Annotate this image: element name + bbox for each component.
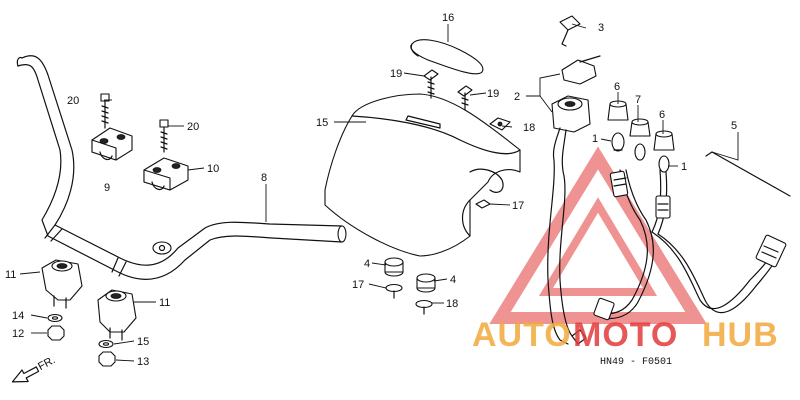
label-18-a: 14 [12, 310, 24, 322]
upper-holder-9 [91, 127, 133, 161]
handlebar-knurl-right [111, 257, 127, 277]
front-direction-indicator: FR. [11, 354, 57, 383]
label-3: 3 [598, 22, 604, 34]
grommet-4-a [384, 257, 404, 277]
watermark-text-auto: AUTO [472, 316, 572, 354]
washer-18-b [98, 339, 114, 349]
label-20-b: 20 [187, 121, 199, 133]
harness-connector-c [593, 297, 615, 321]
bolt-19-b [457, 85, 473, 111]
label-13: 16 [442, 12, 454, 24]
label-6-a: 6 [614, 81, 620, 93]
label-9: 9 [104, 182, 110, 194]
label-5: 5 [731, 120, 737, 132]
key-2 [561, 55, 601, 85]
screw-15-a [385, 283, 403, 299]
harness-connector-b [655, 195, 671, 219]
label-6-b: 6 [659, 109, 665, 121]
harness-connector-a [609, 170, 629, 198]
nut-17-a [47, 325, 65, 341]
clip-16 [489, 117, 511, 131]
handlebar-clamp-tab [152, 241, 172, 255]
lower-holder-11-b [97, 289, 137, 341]
label-11-b: 11 [159, 297, 170, 309]
label-1-a: 1 [592, 133, 598, 145]
grommet-4-b [416, 273, 436, 293]
cover-pad [410, 39, 484, 75]
front-direction-label: FR. [36, 354, 57, 373]
label-17-b: 13 [137, 356, 149, 368]
handlebar-knurl-left [44, 224, 63, 242]
washer-18-a [47, 313, 63, 323]
label-7: 7 [635, 94, 641, 106]
socket-7 [629, 118, 651, 137]
bulb-1-b [634, 143, 646, 161]
label-11-a: 11 [5, 269, 16, 281]
watermark-text: AUTO MOTO HUB [472, 316, 779, 354]
wire-harness [593, 151, 791, 321]
watermark-text-hub: HUB [702, 316, 779, 354]
handlebar [16, 55, 347, 280]
bulb-1-c [658, 155, 670, 173]
front-arrow-icon [11, 366, 40, 383]
bolt-19-a [423, 69, 439, 99]
leader-lines [19, 23, 739, 362]
harness-connector-d [755, 234, 787, 268]
label-12: 15 [316, 117, 328, 129]
label-15-a: 17 [352, 279, 364, 291]
watermark-text-moto: MOTO [573, 316, 678, 354]
label-4-b: 4 [450, 274, 456, 286]
socket-6-b [653, 130, 675, 151]
screw-15-b [415, 299, 433, 315]
bolt-20-a [100, 93, 110, 129]
lower-holder-11-a [41, 259, 83, 309]
bolt-20-b [159, 119, 169, 153]
nut-17-b [98, 351, 116, 367]
label-14: 17 [512, 200, 524, 212]
label-19-a: 19 [390, 68, 402, 80]
clip-14 [475, 199, 491, 209]
socket-6-a [607, 100, 629, 121]
label-4-a: 4 [364, 258, 370, 270]
label-16: 18 [523, 122, 535, 134]
upper-holder-10 [143, 157, 189, 191]
key-3 [559, 15, 581, 47]
handlebar-cover [324, 93, 521, 257]
label-20-a: 20 [67, 95, 79, 107]
label-15-b: 18 [446, 298, 458, 310]
label-8: 8 [261, 172, 267, 184]
label-10: 10 [207, 163, 219, 175]
part-labels: 3 2 16 19 19 15 18 17 4 4 17 18 6 7 6 1 … [5, 12, 737, 368]
label-2: 2 [514, 91, 520, 103]
bulb-1-a [611, 132, 625, 152]
label-1-b: 1 [681, 161, 687, 173]
label-17-a: 12 [12, 328, 24, 340]
label-19-b: 19 [487, 88, 499, 100]
diagram-code: HN49 - F0501 [600, 357, 672, 368]
label-18-b: 15 [137, 336, 149, 348]
ignition-switch [547, 95, 591, 345]
